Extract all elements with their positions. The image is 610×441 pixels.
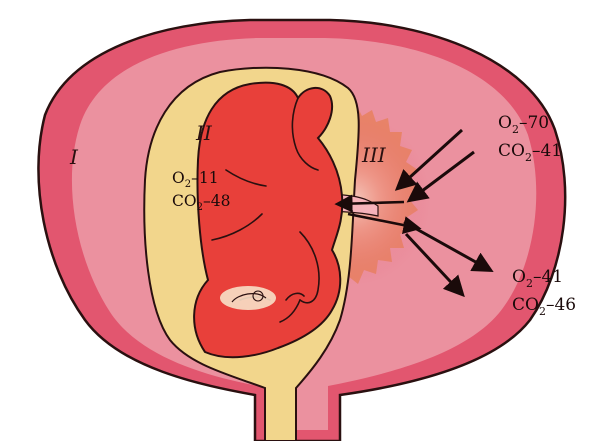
fetal-o2-value: O2–11 [172, 169, 219, 190]
maternal-in-o2-value: O2–70 [498, 113, 549, 136]
region-label-iii: III [361, 143, 387, 167]
fetus-head [220, 286, 276, 310]
fetus [194, 83, 342, 358]
region-label-ii: II [195, 121, 213, 145]
region-label-i: I [69, 145, 79, 169]
maternal-out-o2-value: O2–41 [512, 267, 563, 290]
